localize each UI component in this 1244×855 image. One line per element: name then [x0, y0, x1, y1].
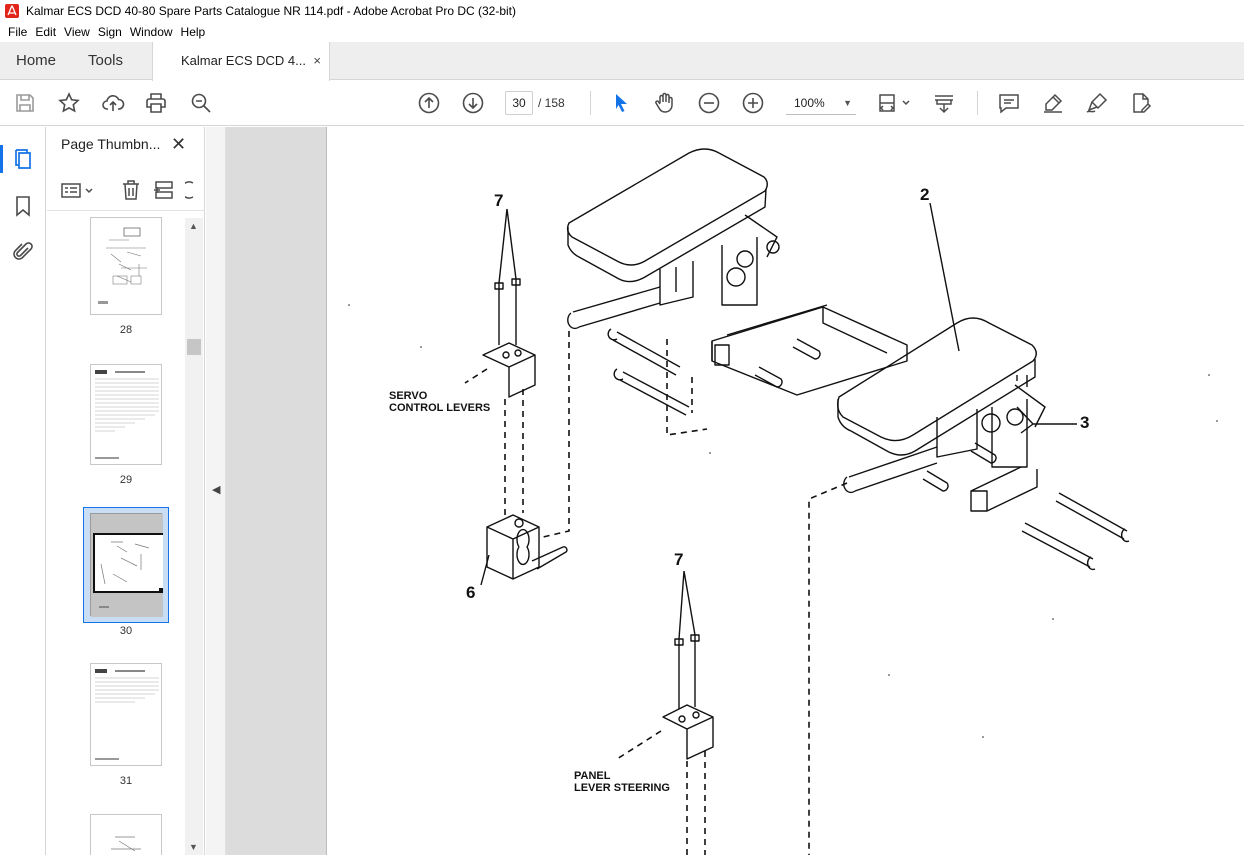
menu-view[interactable]: View	[64, 25, 90, 39]
page-thumbnails-icon[interactable]	[11, 147, 35, 171]
menu-bar: File Edit View Sign Window Help	[0, 22, 1244, 42]
close-icon[interactable]: ✕	[171, 134, 187, 154]
zoom-out-icon[interactable]	[697, 91, 721, 115]
thumbnail-preview	[95, 669, 159, 760]
thumbnail-page-29[interactable]	[90, 364, 162, 465]
thumbnail-page-31[interactable]	[90, 663, 162, 766]
thumbnail-label-29: 29	[119, 474, 133, 486]
menu-file[interactable]: File	[8, 25, 28, 39]
panel-title: Page Thumbn...	[61, 136, 161, 152]
label-line: SERVO	[389, 390, 428, 402]
thumbnail-label-28: 28	[119, 324, 133, 336]
tab-home[interactable]: Home	[16, 52, 57, 69]
zoom-level-value: 100%	[794, 96, 825, 110]
rotate-page-icon[interactable]	[185, 179, 199, 201]
menu-edit[interactable]: Edit	[35, 25, 57, 39]
callout-6: 6	[466, 583, 476, 602]
label-line: CONTROL LEVERS	[389, 402, 491, 414]
window-title: Kalmar ECS DCD 40-80 Spare Parts Catalog…	[26, 4, 517, 18]
exploded-parts-drawing	[348, 148, 1218, 855]
save-icon[interactable]	[13, 91, 37, 115]
thumbnail-list: 28 29 30	[47, 217, 185, 855]
thumbnail-options-icon[interactable]	[60, 179, 96, 201]
previous-page-icon[interactable]	[417, 91, 441, 115]
label-line: PANEL	[574, 770, 611, 782]
callout-3: 3	[1080, 413, 1090, 432]
comment-icon[interactable]	[997, 91, 1021, 115]
panel-collapse-strip[interactable]: ◀	[206, 127, 226, 855]
upload-cloud-icon[interactable]	[101, 91, 125, 115]
dashed-line	[808, 482, 848, 855]
thumbnail-page-28[interactable]	[90, 217, 162, 315]
document-viewer[interactable]: 7 2 3 6 7 SERVO CONTROL LEVERS PANEL LEV…	[226, 127, 1244, 855]
star-icon[interactable]	[57, 91, 81, 115]
menu-help[interactable]: Help	[180, 25, 206, 39]
tab-bar: Home Tools Kalmar ECS DCD 4... ×	[0, 42, 1244, 81]
thumbnail-label-30: 30	[119, 625, 133, 637]
print-icon[interactable]	[144, 91, 168, 115]
scroll-mode-icon[interactable]	[932, 91, 956, 115]
dashed-line	[542, 331, 570, 538]
thumbnail-preview	[98, 227, 147, 304]
insert-pages-icon[interactable]	[153, 179, 175, 201]
attachment-paperclip-icon[interactable]	[11, 240, 35, 264]
edit-document-icon[interactable]	[1129, 91, 1153, 115]
chevron-down-icon: ▼	[843, 98, 852, 108]
thumbnail-label-31: 31	[119, 775, 133, 787]
collapse-arrow-icon[interactable]: ◀	[212, 484, 221, 496]
dashed-line	[666, 339, 708, 436]
menu-sign[interactable]: Sign	[97, 25, 122, 39]
thumbnail-preview	[91, 514, 165, 617]
page-thumbnails-panel: Page Thumbn... ✕ 28	[47, 127, 205, 855]
callout-2: 2	[920, 185, 930, 204]
panel-lever-steering-label: PANEL LEVER STEERING	[574, 770, 670, 794]
thumbnail-scrollbar[interactable]: ▲ ▼	[185, 218, 203, 855]
armrest-pad-right	[836, 317, 1037, 442]
callout-7-top: 7	[494, 191, 504, 210]
main-toolbar: 30 / 158 100% ▼	[0, 81, 1244, 126]
page-total: / 158	[538, 96, 565, 110]
chevron-up-icon[interactable]: ▲	[189, 221, 198, 231]
chevron-down-icon[interactable]: ▼	[189, 842, 198, 852]
hand-tool-icon[interactable]	[653, 91, 677, 115]
bookmark-icon[interactable]	[11, 194, 35, 218]
servo-control-levers-label: SERVO CONTROL LEVERS	[389, 390, 490, 414]
menu-window[interactable]: Window	[129, 25, 173, 39]
zoom-out-search-icon[interactable]	[189, 91, 213, 115]
scrollbar-thumb[interactable]	[187, 339, 201, 355]
page-number-input[interactable]: 30	[505, 91, 533, 115]
tab-document[interactable]: Kalmar ECS DCD 4... ×	[152, 42, 330, 81]
next-page-icon[interactable]	[461, 91, 485, 115]
draw-sign-icon[interactable]	[1085, 91, 1109, 115]
thumbnail-preview	[111, 836, 141, 852]
thumbnail-preview	[95, 370, 159, 459]
armrest-pad-left	[566, 148, 768, 266]
tab-tools[interactable]: Tools	[88, 52, 124, 69]
dashed-line	[616, 730, 662, 760]
callout-7-bottom: 7	[674, 550, 684, 569]
highlight-pen-icon[interactable]	[1041, 91, 1065, 115]
zoom-level-select[interactable]: 100% ▼	[786, 91, 856, 115]
tab-document-label: Kalmar ECS DCD 4...	[181, 53, 306, 68]
select-cursor-icon[interactable]	[609, 91, 633, 115]
dashed-line	[464, 368, 488, 384]
toolbar-divider	[977, 91, 978, 115]
delete-trash-icon[interactable]	[120, 179, 142, 201]
acrobat-logo-icon	[5, 4, 19, 18]
thumbnail-toolbar	[47, 171, 205, 211]
left-navigation-rail	[0, 127, 46, 855]
tab-close-icon[interactable]: ×	[313, 53, 321, 68]
active-indicator	[0, 145, 3, 173]
toolbar-divider	[590, 91, 591, 115]
thumbnail-page-30[interactable]	[90, 513, 165, 617]
label-line: LEVER STEERING	[574, 782, 670, 794]
title-bar: Kalmar ECS DCD 40-80 Spare Parts Catalog…	[0, 0, 1244, 22]
pdf-page[interactable]: 7 2 3 6 7 SERVO CONTROL LEVERS PANEL LEV…	[326, 127, 1244, 855]
zoom-in-icon[interactable]	[741, 91, 765, 115]
fit-page-icon[interactable]	[877, 91, 913, 115]
thumbnail-page-partial[interactable]	[90, 814, 162, 855]
